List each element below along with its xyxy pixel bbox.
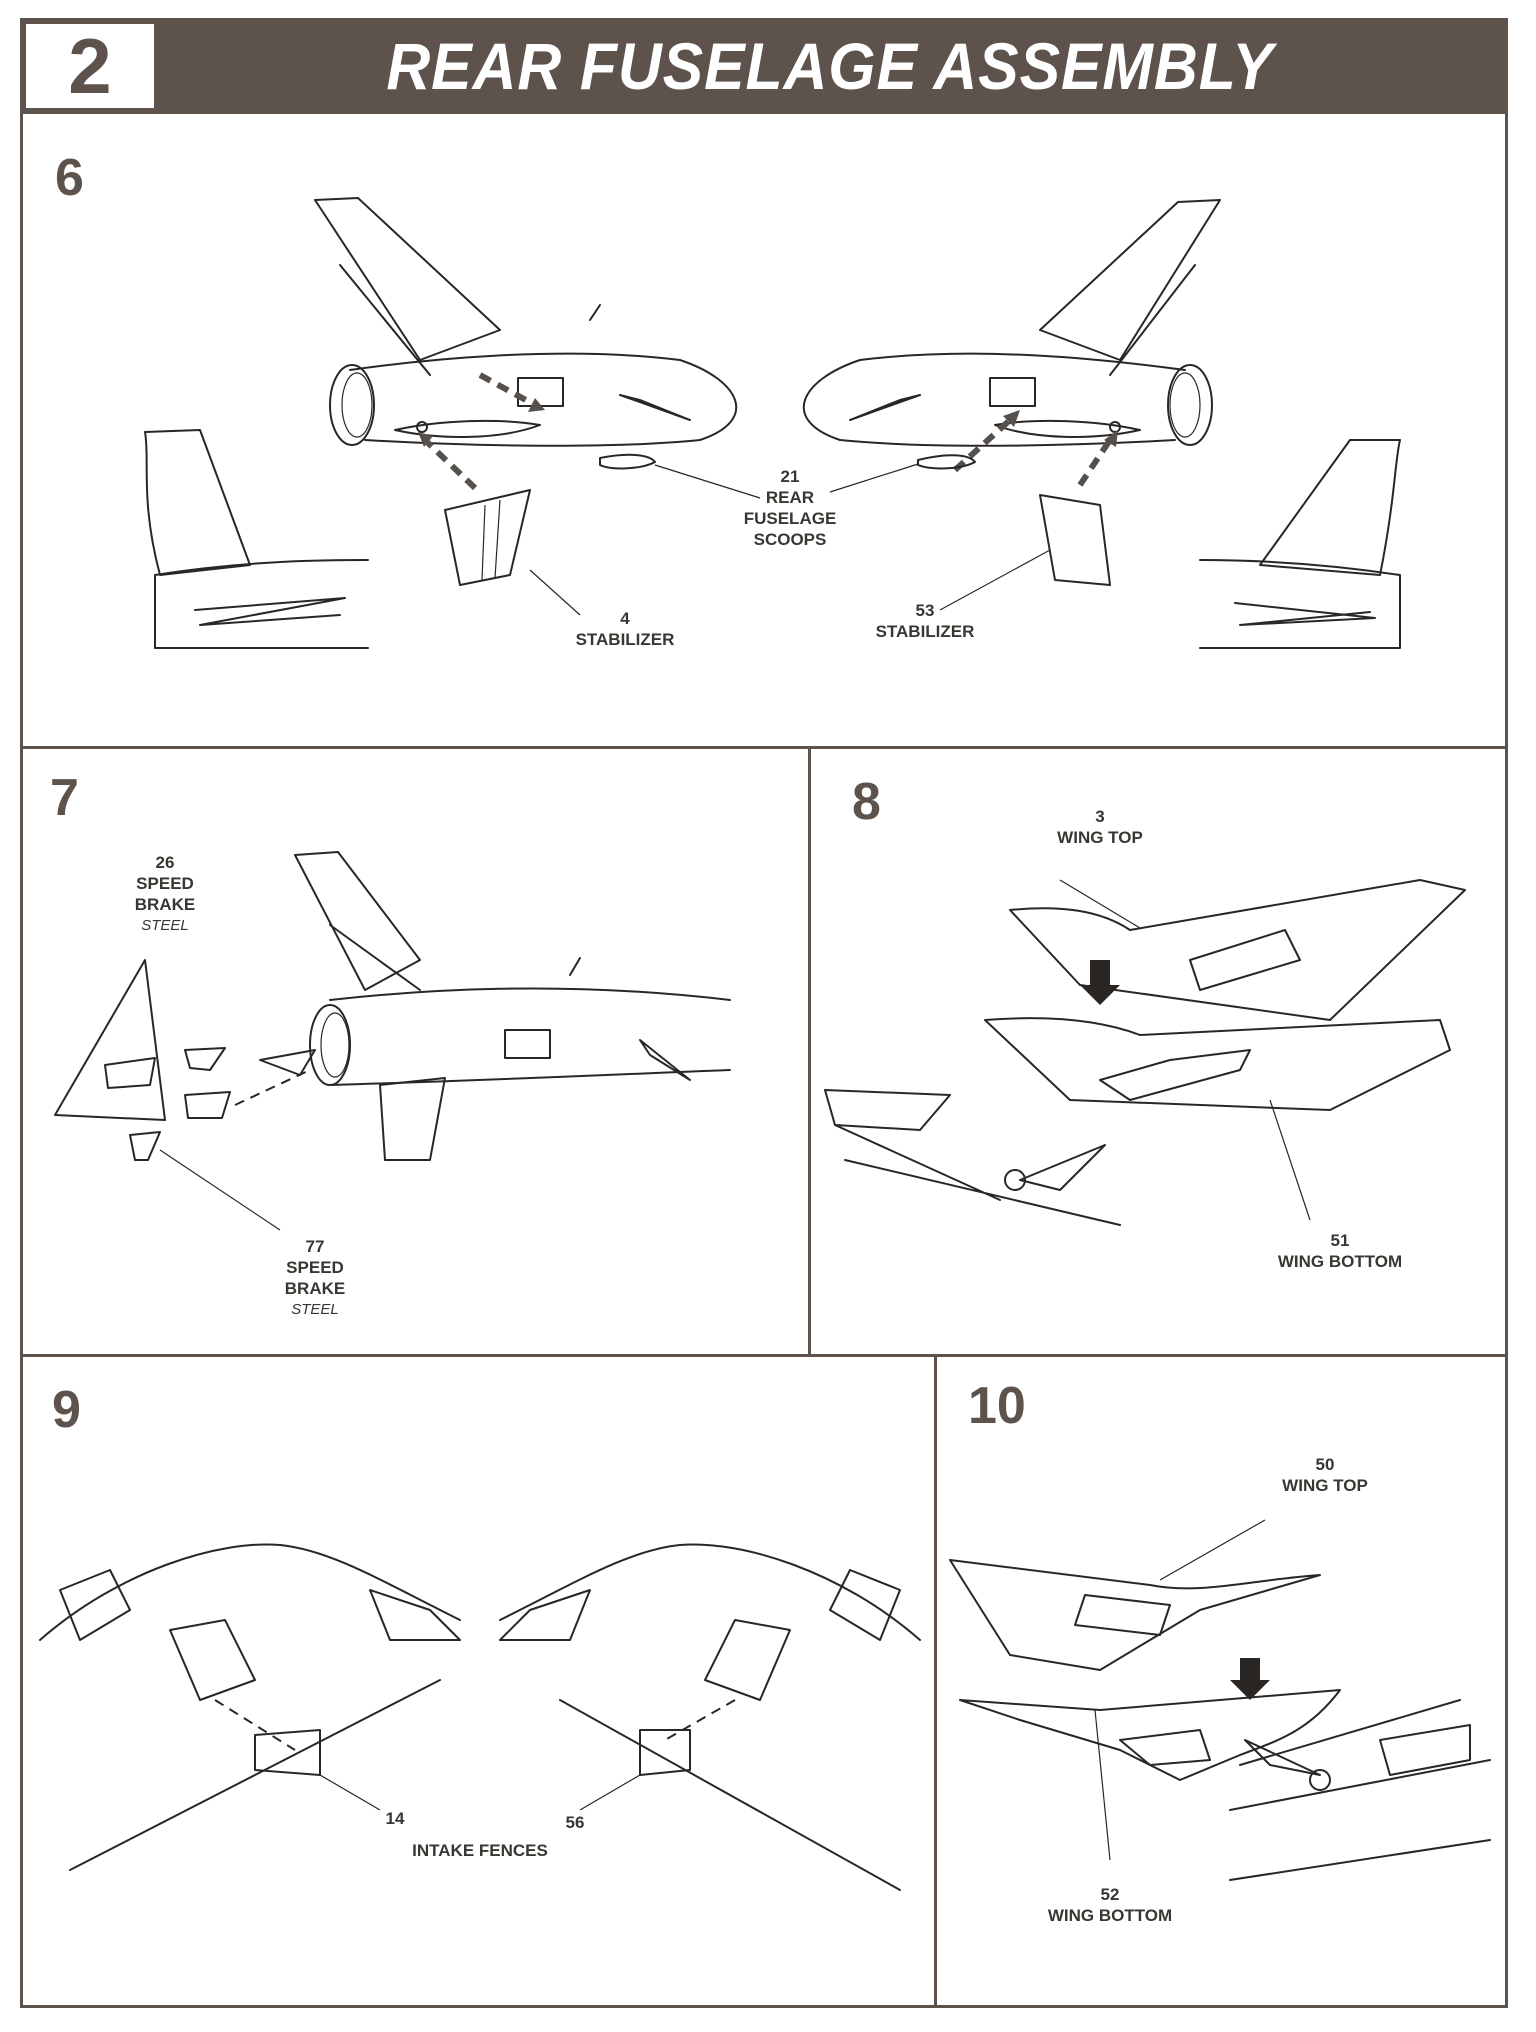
part-number: 52 <box>1100 1885 1120 1904</box>
part-53-drawing <box>1039 494 1111 586</box>
part-material: STEEL <box>141 917 189 934</box>
divider-step9-10 <box>934 1354 937 2008</box>
section-header <box>20 18 1508 114</box>
step6-arrowhead <box>528 398 545 412</box>
divider-row1 <box>20 746 1508 749</box>
step6-left-stub-fin <box>144 429 251 576</box>
part-number: 56 <box>565 1813 585 1832</box>
step8-wing-drawing <box>824 879 1466 1226</box>
step8-down-arrow <box>1080 960 1120 1005</box>
step6-right-stub-fin <box>1259 439 1401 576</box>
part-number: 26 <box>155 853 175 872</box>
part-name: WING BOTTOM <box>1047 1906 1173 1925</box>
part-77-drawing <box>129 1131 161 1161</box>
part-number: 4 <box>620 609 630 628</box>
part-material: STEEL <box>291 1301 339 1318</box>
part-56-drawing <box>639 1729 691 1776</box>
divider-step7-8 <box>808 746 811 1356</box>
part-52-drawing <box>959 1689 1341 1781</box>
step-10-number: 10 <box>968 1377 1026 1435</box>
step9-left-intake-drawing <box>39 1543 461 1871</box>
part-50-drawing <box>949 1559 1321 1671</box>
part-name: SPEED <box>136 874 194 893</box>
step-8-number: 8 <box>852 773 881 831</box>
divider-row2 <box>20 1354 1508 1357</box>
part-number: 77 <box>305 1237 325 1256</box>
callout-part-50: 50 WING TOP <box>1255 1454 1395 1496</box>
part-name: FUSELAGE <box>743 509 837 528</box>
callout-part-53: 53 STABILIZER <box>855 600 995 642</box>
step7-dashed-guide <box>234 1069 311 1106</box>
speed-brake-part-2 <box>184 1047 226 1071</box>
callout-part-52: 52 WING BOTTOM <box>1025 1884 1195 1926</box>
step6-arrowhead <box>1003 410 1020 427</box>
part-21-left-drawing <box>599 453 656 470</box>
intake-fences-label: INTAKE FENCES <box>412 1841 548 1860</box>
step10-down-arrow <box>1230 1658 1270 1700</box>
step6-left-fuselage-drawing <box>314 197 738 447</box>
callout-part-14: 14 <box>375 1808 415 1829</box>
step6-right-fuselage-drawing <box>802 199 1221 447</box>
part-name: REAR <box>765 488 815 507</box>
part-51-drawing <box>984 1017 1451 1111</box>
page-frame <box>20 18 1508 2008</box>
step6-arrow-stab-right <box>1077 438 1113 487</box>
section-number: 2 <box>26 24 154 108</box>
part-name: SPEED <box>286 1258 344 1277</box>
part-name: BRAKE <box>284 1279 346 1298</box>
step-9-number: 9 <box>52 1381 81 1439</box>
part-3-drawing <box>1009 879 1466 1021</box>
part-number: 3 <box>1095 807 1105 826</box>
section-title: REAR FUSELAGE ASSEMBLY <box>386 29 1274 103</box>
step6-arrow-stab-left <box>422 437 478 491</box>
part-number: 14 <box>385 1809 405 1828</box>
step6-arrowhead <box>418 432 433 447</box>
part-name: WING TOP <box>1282 1476 1368 1495</box>
part-name: WING TOP <box>1057 828 1143 847</box>
part-name: STABILIZER <box>875 622 975 641</box>
step-7-number: 7 <box>50 769 79 827</box>
part-14-drawing <box>254 1729 321 1776</box>
step9-right-intake-drawing <box>499 1543 921 1891</box>
step7-callout-bracket <box>54 959 166 1121</box>
part-name: WING BOTTOM <box>1277 1252 1403 1271</box>
callout-part-3: 3 WING TOP <box>1030 806 1170 848</box>
callout-part-51: 51 WING BOTTOM <box>1255 1230 1425 1272</box>
speed-brake-part-1 <box>104 1057 156 1089</box>
callout-part-26: 26 SPEED BRAKE STEEL <box>115 852 215 936</box>
part-4-drawing <box>444 489 531 586</box>
step-6-number: 6 <box>55 149 84 207</box>
part-name: SCOOPS <box>753 530 827 549</box>
part-number: 51 <box>1330 1231 1350 1250</box>
step6-arrow-scoop-right <box>952 417 1013 473</box>
speed-brake-part-3 <box>184 1091 231 1119</box>
step6-arrow-scoop-left <box>478 372 537 408</box>
part-name: STABILIZER <box>575 630 675 649</box>
step10-wing-drawing <box>949 1519 1491 1881</box>
step6-arrowhead <box>1104 430 1118 447</box>
callout-part-4: 4 STABILIZER <box>555 608 695 650</box>
part-name: BRAKE <box>134 895 196 914</box>
callout-part-21: 21 REAR FUSELAGE SCOOPS <box>720 466 860 550</box>
part-number: 53 <box>915 601 935 620</box>
part-number: 50 <box>1315 1455 1335 1474</box>
step7-fuselage-drawing <box>259 851 731 1161</box>
callout-part-56: 56 <box>555 1812 595 1833</box>
part-number: 21 <box>780 467 800 486</box>
callout-part-77: 77 SPEED BRAKE STEEL <box>265 1236 365 1320</box>
part-21-right-drawing <box>917 454 976 470</box>
